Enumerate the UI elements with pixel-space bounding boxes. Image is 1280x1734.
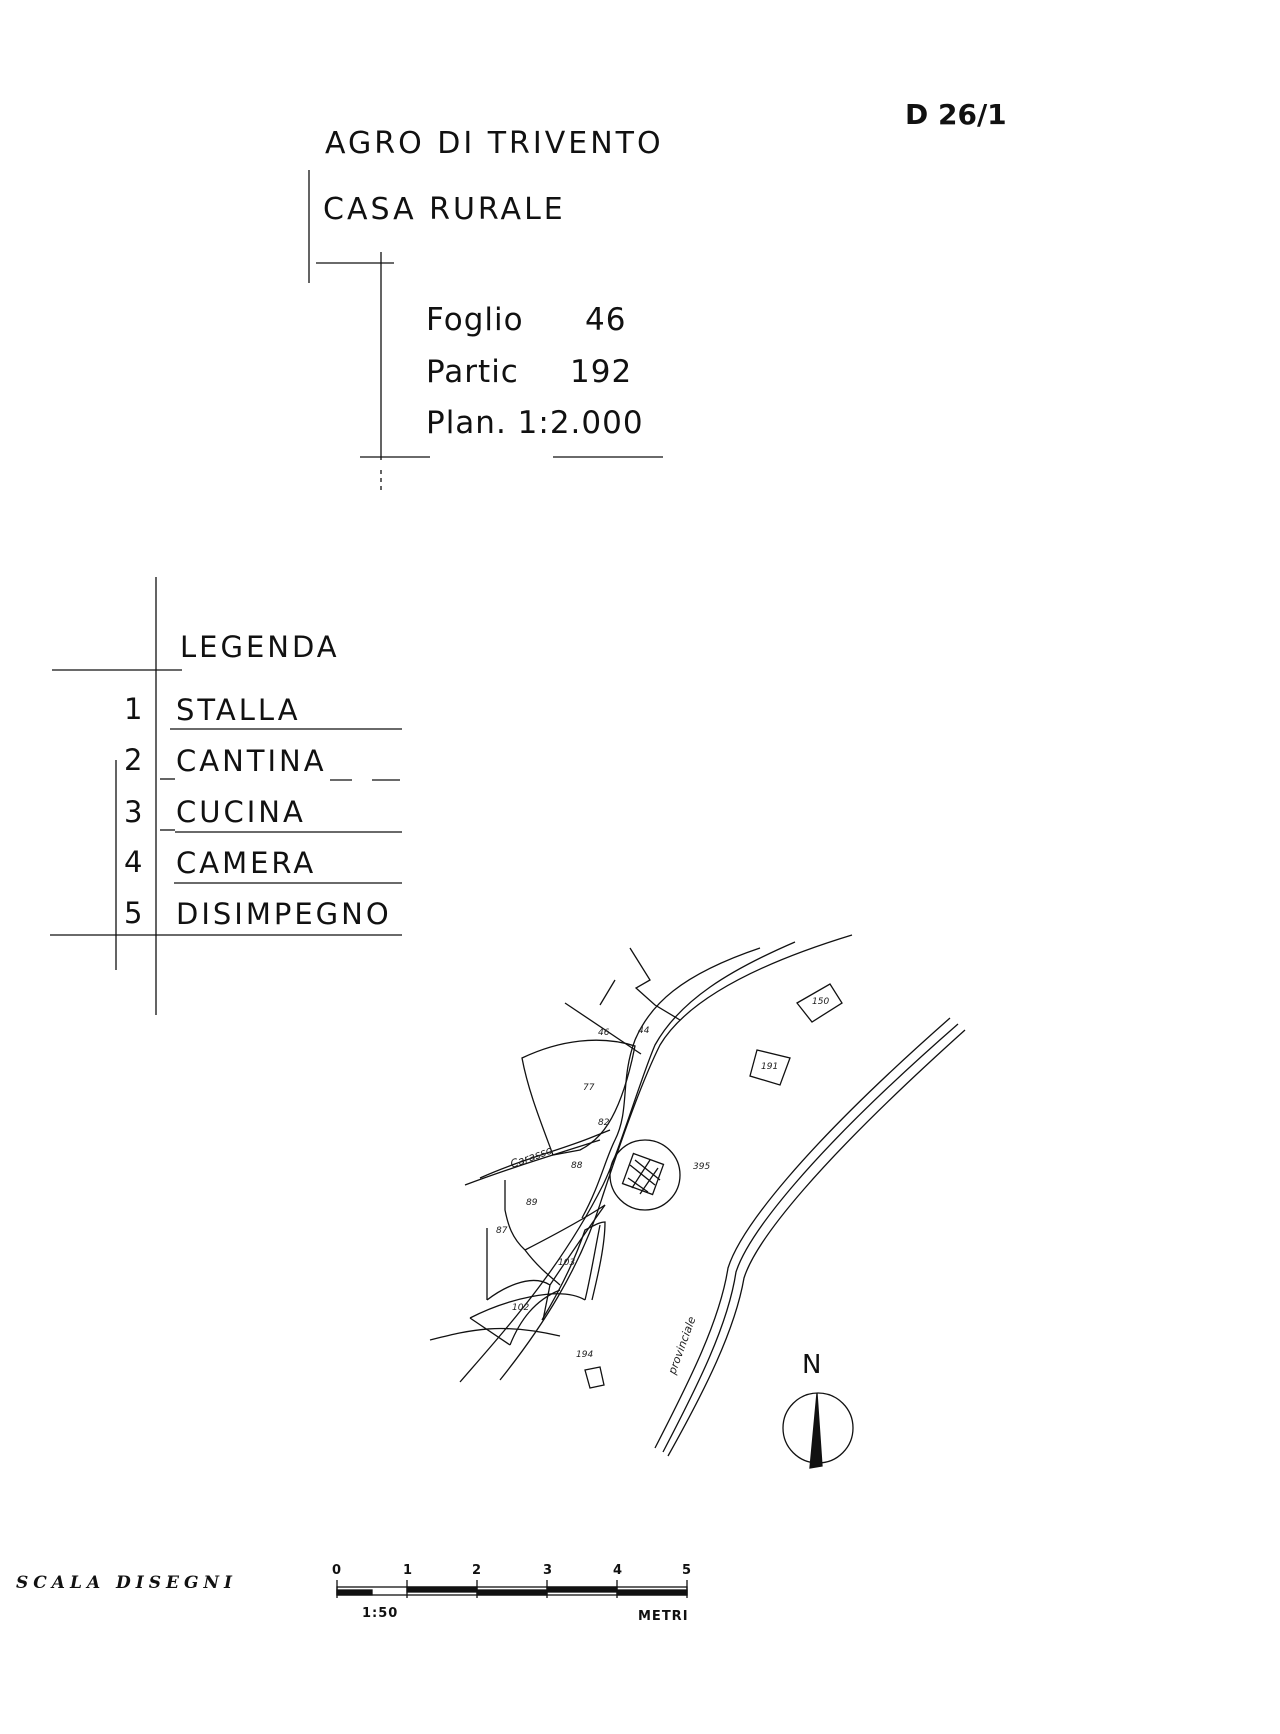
parcel-88: 88 [571, 1161, 583, 1171]
title-line-2: CASA RURALE [323, 192, 566, 227]
scale-tick-3: 3 [543, 1563, 554, 1578]
legend-num-3: 3 [124, 795, 143, 829]
north-label: N [802, 1350, 822, 1380]
plan-scale: Plan. 1:2.000 [426, 405, 644, 441]
legend-item-camera: CAMERA [176, 846, 317, 880]
provincial-road-edge-2 [667, 1029, 966, 1457]
road-label: provinciale [665, 1315, 698, 1377]
scale-ratio: 1:50 [362, 1606, 399, 1621]
scale-tick-5: 5 [682, 1563, 693, 1578]
provincial-road-edge-1 [654, 1017, 951, 1449]
parcel-150: 150 [812, 997, 829, 1007]
scale-unit: METRI [638, 1609, 689, 1624]
legend-item-cantina: CANTINA [176, 744, 327, 778]
parcel-103: 103 [558, 1258, 575, 1268]
legend-item-stalla: STALLA [176, 693, 301, 727]
title-line-1: AGRO DI TRIVENTO [325, 126, 664, 161]
building-191 [749, 1049, 791, 1086]
parcel-87: 87 [496, 1226, 508, 1236]
sheet-code: D 26/1 [905, 98, 1007, 131]
parcel-77: 77 [583, 1083, 595, 1093]
path-label: Carasso [509, 1144, 555, 1171]
legend-heading: LEGENDA [180, 630, 340, 664]
parcel-395: 395 [693, 1162, 710, 1172]
parcel-191: 191 [761, 1062, 778, 1072]
road-right-edge [499, 934, 853, 1381]
legend-num-2: 2 [124, 743, 143, 777]
house-building [621, 1152, 665, 1196]
foglio-value: 46 [585, 302, 627, 338]
parcel-82: 82 [598, 1118, 610, 1128]
partic-value: 192 [570, 354, 633, 390]
parcel-44: 44 [638, 1026, 650, 1036]
legend-item-disimpegno: DISIMPEGNO [176, 897, 392, 931]
scale-tick-2: 2 [472, 1563, 483, 1578]
legend-num-4: 4 [124, 845, 143, 879]
legend-num-1: 1 [124, 692, 143, 726]
legend-num-5: 5 [124, 896, 143, 930]
road-left-edge [459, 941, 796, 1383]
scale-tick-0: 0 [332, 1563, 343, 1578]
north-arrow-needle [809, 1392, 823, 1469]
parcel-194: 194 [576, 1350, 593, 1360]
scale-title: SCALA DISEGNI [16, 1573, 237, 1593]
parcel-89: 89 [526, 1198, 538, 1208]
partic-label: Partic [426, 354, 519, 390]
building-150 [796, 983, 843, 1023]
parcel-46: 46 [598, 1028, 610, 1038]
legend-item-cucina: CUCINA [176, 795, 306, 829]
scale-tick-4: 4 [613, 1563, 624, 1578]
scale-tick-1: 1 [403, 1563, 414, 1578]
parcel-102: 102 [512, 1303, 529, 1313]
house-location-circle [609, 1139, 681, 1211]
building-194 [584, 1366, 605, 1389]
foglio-label: Foglio [426, 302, 524, 338]
